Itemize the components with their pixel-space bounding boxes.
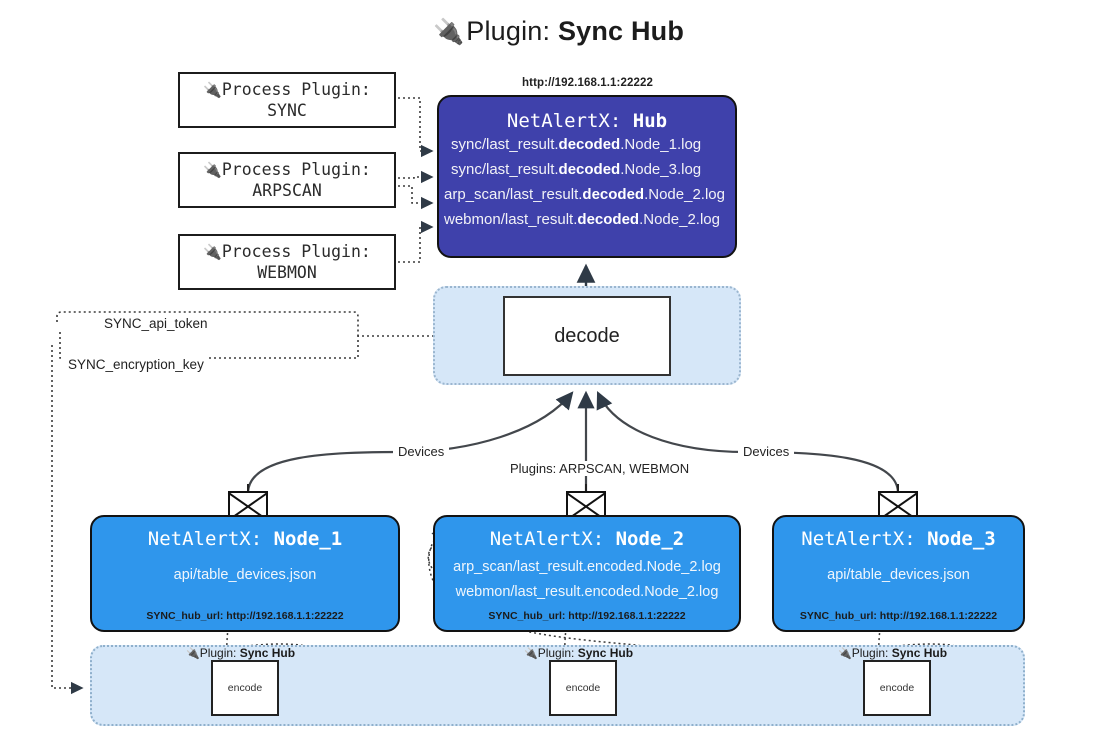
edge-label-plugins-middle: Plugins: ARPSCAN, WEBMON xyxy=(505,461,695,476)
encoder-plugin-label-1: 🔌Plugin: Sync Hub xyxy=(186,646,296,660)
node-title-prefix: NetAlertX: xyxy=(147,528,263,550)
hub-log-line: sync/last_result.decoded.Node_1.log xyxy=(451,136,702,153)
decode-box[interactable]: decode xyxy=(503,296,671,376)
node-title-name: Node_1 xyxy=(273,528,343,550)
page-title-name: Sync Hub xyxy=(557,16,685,46)
node-line: webmon/last_result.encoded.Node_2.log xyxy=(455,584,719,600)
encode-box-node-3[interactable]: encode xyxy=(863,660,931,716)
plug-icon: 🔌 xyxy=(186,647,200,660)
process-plugin-label: Process Plugin: xyxy=(221,159,371,179)
node-hub-url-label: SYNC_hub_url: http://192.168.1.1:22222 xyxy=(799,610,998,622)
encode-box-node-1[interactable]: encode xyxy=(211,660,279,716)
plug-icon: 🔌 xyxy=(203,160,222,179)
edge-label-devices-left: Devices xyxy=(393,444,450,459)
node-title-prefix: NetAlertX: xyxy=(489,528,605,550)
node-hub-url-label: SYNC_hub_url: http://192.168.1.1:22222 xyxy=(488,610,686,622)
node-box-node-2[interactable]: NetAlertX: Node_2 arp_scan/last_result.e… xyxy=(433,515,741,632)
node-line: arp_scan/last_result.encoded.Node_2.log xyxy=(453,559,721,575)
plug-icon: 🔌 xyxy=(838,647,852,660)
page-title-prefix: Plugin: xyxy=(466,16,551,46)
process-plugin-name: WEBMON xyxy=(257,262,317,282)
process-plugin-name: ARPSCAN xyxy=(252,180,322,200)
sync-api-token-label: SYNC_api_token xyxy=(100,316,212,331)
process-plugin-label: Process Plugin: xyxy=(221,79,371,99)
plug-icon: 🔌 xyxy=(203,242,222,261)
plug-icon: 🔌 xyxy=(432,18,465,46)
hub-title-name: Hub xyxy=(632,110,668,132)
envelope-icon xyxy=(877,491,919,521)
process-plugin-label: Process Plugin: xyxy=(221,241,371,261)
hub-log-line: webmon/last_result.decoded.Node_2.log xyxy=(444,211,720,228)
encode-box-node-2[interactable]: encode xyxy=(549,660,617,716)
node-line: api/table_devices.json xyxy=(827,567,970,583)
node-title-name: Node_2 xyxy=(615,528,685,550)
plug-icon: 🔌 xyxy=(203,80,222,99)
hub-url-label: http://192.168.1.1:22222 xyxy=(522,77,653,89)
node-title-name: Node_3 xyxy=(927,528,996,550)
encoder-plugin-label-2: 🔌Plugin: Sync Hub xyxy=(524,646,634,660)
plug-icon: 🔌 xyxy=(524,647,538,660)
hub-box[interactable]: NetAlertX: Hub sync/last_result.decoded.… xyxy=(437,95,737,258)
node-line: api/table_devices.json xyxy=(173,567,317,583)
node-box-node-1[interactable]: NetAlertX: Node_1 api/table_devices.json… xyxy=(90,515,400,632)
encoder-plugin-label-3: 🔌Plugin: Sync Hub xyxy=(838,646,948,660)
node-hub-url-label: SYNC_hub_url: http://192.168.1.1:22222 xyxy=(146,610,344,622)
edge-label-devices-right: Devices xyxy=(738,444,795,459)
process-plugin-sync[interactable]: 🔌Process Plugin: SYNC xyxy=(178,72,396,128)
process-plugin-name: SYNC xyxy=(267,100,307,120)
process-plugin-arpscan[interactable]: 🔌Process Plugin: ARPSCAN xyxy=(178,152,396,208)
process-plugin-webmon[interactable]: 🔌Process Plugin: WEBMON xyxy=(178,234,396,290)
sync-encryption-key-label: SYNC_encryption_key xyxy=(64,357,208,372)
page-title: 🔌Plugin: Sync Hub xyxy=(0,16,1117,47)
node-box-node-3[interactable]: NetAlertX: Node_3 api/table_devices.json… xyxy=(772,515,1025,632)
hub-log-line: sync/last_result.decoded.Node_3.log xyxy=(451,161,702,178)
node-title-prefix: NetAlertX: xyxy=(801,528,916,550)
hub-title-prefix: NetAlertX: xyxy=(506,110,622,132)
hub-log-line: arp_scan/last_result.decoded.Node_2.log xyxy=(444,186,725,203)
